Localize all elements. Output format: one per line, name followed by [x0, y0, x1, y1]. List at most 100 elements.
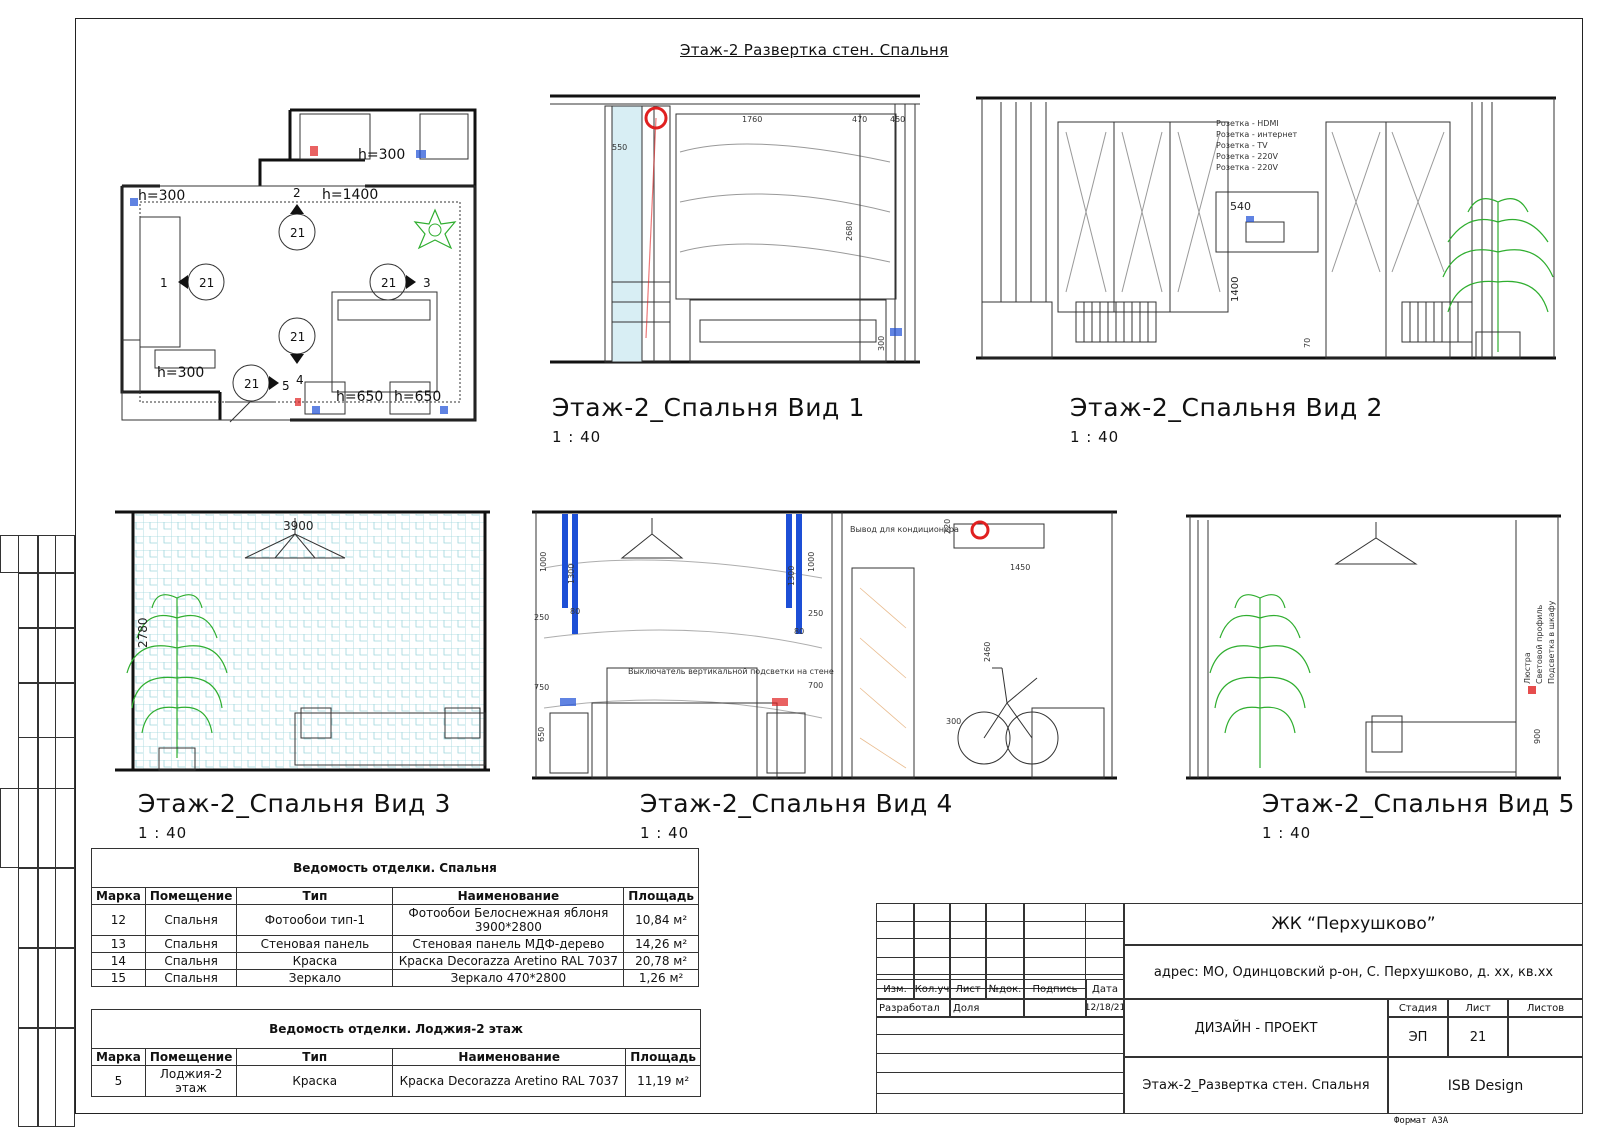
dim-label: 80: [794, 627, 804, 636]
dim-label: 300: [877, 336, 886, 351]
cell: 12: [91, 904, 146, 936]
table-header: Тип: [236, 887, 394, 905]
plant-icon: [1209, 594, 1311, 768]
dim-label: 220: [943, 519, 952, 534]
dim-label: 1000: [539, 552, 548, 572]
plan-tag: h=1400: [322, 187, 378, 203]
cell: Зеркало: [236, 969, 394, 987]
plan-tag: h=650: [394, 389, 441, 405]
elevation-view-5: Люстра Световой профиль Подсветка в шкаф…: [1186, 514, 1561, 780]
dim-label: 2780: [136, 617, 150, 648]
cell: Стеновая панель МДФ-дерево: [392, 935, 625, 953]
plan-marker-label: 21: [381, 276, 396, 290]
stamp-company: ISB Design: [1388, 1057, 1583, 1114]
stamp-col-header: №док.: [986, 979, 1024, 999]
view-marker-door: [232, 364, 279, 402]
cell: Стеновая панель: [236, 935, 394, 953]
view-marker-right: [369, 263, 416, 301]
stamp-stage-label: Стадия: [1388, 999, 1448, 1017]
plan-number: 1: [160, 276, 168, 290]
socket-note: Розетка - HDMI: [1216, 119, 1279, 128]
cell: Фотообои тип-1: [236, 904, 394, 936]
dim-label: 250: [808, 609, 823, 618]
table-row: 13 Спальня Стеновая панель Стеновая пане…: [91, 935, 699, 953]
note: Подсветка в шкафу: [1547, 600, 1556, 684]
plan-tag: h=300: [157, 365, 204, 381]
dim-label: 3900: [283, 519, 314, 533]
table-row: 14 Спальня Краска Краска Decorazza Areti…: [91, 952, 699, 970]
stamp-stage: ЭП: [1388, 1017, 1448, 1057]
stamp-col-header: Дата: [1086, 979, 1124, 999]
note: Выключатель вертикальной подсветки на ст…: [628, 667, 834, 676]
dim-label: 700: [808, 681, 823, 690]
floor-plan: h=300 h=300 h=1400 h=300 h=650 h=650 21 …: [120, 108, 477, 423]
dim-label: 300: [946, 717, 961, 726]
plant-icon: [126, 594, 228, 758]
table-header: Наименование: [392, 1048, 627, 1066]
note: Световой профиль: [1535, 605, 1544, 684]
paper-format: Формат А3А: [1394, 1116, 1449, 1126]
view-title: Этаж-2_Спальня Вид 4: [640, 789, 953, 818]
dim-label: 1760: [742, 115, 762, 124]
plan-tag: h=300: [138, 188, 185, 204]
binding-strip: [0, 535, 75, 1127]
cell: Спальня: [144, 935, 238, 953]
view-title: Этаж-2_Спальня Вид 3: [138, 789, 451, 818]
stamp-date: 12/18/21: [1086, 999, 1124, 1017]
cell: 15: [91, 969, 146, 987]
socket-note: Розетка - TV: [1216, 141, 1268, 150]
cell: 10,84 м²: [623, 904, 699, 936]
socket-note: Розетка - 220V: [1216, 163, 1279, 172]
view-marker-top: [278, 204, 316, 251]
drawing-frame: [75, 18, 1583, 1114]
plan-marker-label: 21: [244, 377, 259, 391]
view-marker-bottom: [278, 317, 316, 364]
stamp-sheet-name: Этаж-2_Развертка стен. Спальня: [1124, 1057, 1388, 1114]
table-header: Тип: [236, 1048, 394, 1066]
table-row: 5 Лоджия-2 этаж Краска Краска Decorazza …: [91, 1065, 701, 1097]
view-scale: 1 : 40: [138, 824, 188, 842]
view-scale: 1 : 40: [1070, 428, 1120, 446]
plan-plant-icon: [413, 208, 457, 250]
plan-marker-label: 21: [199, 276, 214, 290]
dim-label: 470: [852, 115, 867, 124]
cell: 14,26 м²: [623, 935, 699, 953]
stamp-project: ЖК “Перхушково”: [1124, 903, 1583, 945]
cell: 11,19 м²: [625, 1065, 701, 1097]
dim-label: 650: [537, 727, 546, 742]
table-header: Помещение: [144, 1048, 238, 1066]
view-title: Этаж-2_Спальня Вид 1: [552, 393, 865, 422]
cell: 1,26 м²: [623, 969, 699, 987]
cell: 13: [91, 935, 146, 953]
plan-number: 4: [296, 373, 304, 387]
cell: Зеркало 470*2800: [392, 969, 625, 987]
dim-label: 550: [612, 143, 627, 152]
elevation-view-4: 1000 1300 250 80 750 650 1300 1000 250 8…: [532, 510, 1117, 780]
cell: 20,78 м²: [623, 952, 699, 970]
stamp-doc-type: ДИЗАЙН - ПРОЕКТ: [1124, 999, 1388, 1057]
dim-label: 750: [534, 683, 549, 692]
plan-tag: h=300: [358, 147, 405, 163]
page-title: Этаж-2 Развертка стен. Спальня: [680, 41, 949, 59]
plan-marker-label: 21: [290, 330, 305, 344]
view-scale: 1 : 40: [552, 428, 602, 446]
view-title: Этаж-2_Спальня Вид 5: [1262, 789, 1575, 818]
stamp-address: адрес: МО, Одинцовский р-он, С. Перхушко…: [1124, 945, 1583, 999]
elevation-view-1: 1760 470 450 550 2680 300: [550, 94, 920, 364]
stamp-developed-label: Разработал: [876, 999, 950, 1017]
stamp-col-header: Изм.: [876, 979, 914, 999]
finish-schedule-bedroom: Ведомость отделки. Спальня Марка Помещен…: [91, 848, 699, 987]
cell: Краска Decorazza Aretino RAL 7037: [392, 952, 625, 970]
socket-note: Розетка - интернет: [1216, 130, 1298, 139]
cell: Краска Decorazza Aretino RAL 7037: [392, 1065, 627, 1097]
note: Вывод для кондиционера: [850, 525, 959, 534]
cell: 14: [91, 952, 146, 970]
table-header: Марка: [91, 887, 146, 905]
dim-label: 1300: [787, 566, 796, 586]
table-caption: Ведомость отделки. Спальня: [91, 848, 699, 888]
dim-label: 450: [890, 115, 905, 124]
cell: Лоджия-2 этаж: [144, 1065, 238, 1097]
stamp-sheets-label: Листов: [1508, 999, 1583, 1017]
dim-label: 1300: [567, 564, 576, 584]
stamp-sheet-label: Лист: [1448, 999, 1508, 1017]
